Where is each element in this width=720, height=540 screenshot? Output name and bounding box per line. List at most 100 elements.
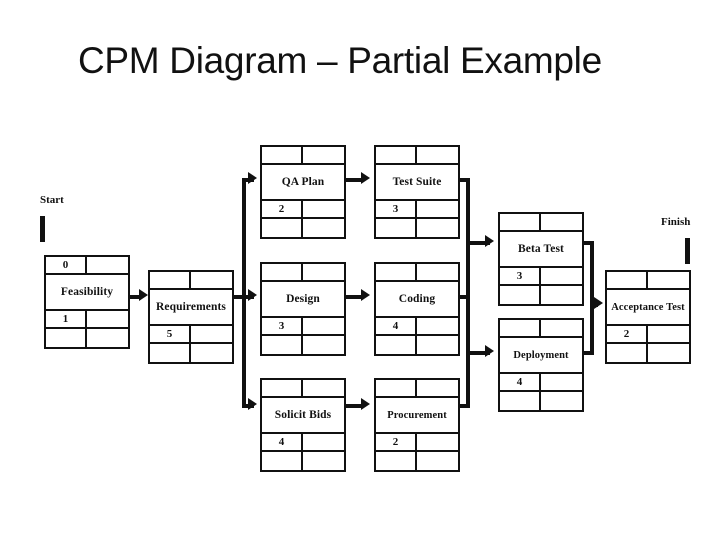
cell-late-finish bbox=[87, 329, 128, 347]
edge-qa-plan-test-suite bbox=[346, 178, 364, 182]
node-row-late bbox=[500, 286, 582, 304]
cell-duration: 2 bbox=[376, 434, 417, 450]
arrowhead-icon bbox=[485, 345, 494, 357]
arrowhead-icon bbox=[361, 172, 370, 184]
node-row-name: Design bbox=[262, 282, 344, 318]
cell-late-start bbox=[262, 452, 303, 470]
node-row-early bbox=[376, 147, 458, 165]
node-row-duration: 5 bbox=[150, 326, 232, 344]
node-row-early bbox=[262, 147, 344, 165]
node-row-late bbox=[262, 219, 344, 237]
cell-activity-name: Acceptance Test bbox=[611, 301, 685, 313]
cell-late-finish bbox=[303, 336, 344, 354]
cell-duration: 2 bbox=[262, 201, 303, 217]
cell-duration: 4 bbox=[500, 374, 541, 390]
node-row-early bbox=[262, 264, 344, 282]
node-coding[interactable]: Coding 4 bbox=[374, 262, 460, 356]
cell-early-finish bbox=[417, 380, 458, 396]
node-row-name: Deployment bbox=[500, 338, 582, 374]
cell-duration: 3 bbox=[500, 268, 541, 284]
cell-late-start bbox=[607, 344, 648, 362]
cell-activity-name: Feasibility bbox=[60, 286, 114, 298]
cell-early-start bbox=[500, 214, 541, 230]
cell-late-start bbox=[262, 219, 303, 237]
cell-late-finish bbox=[417, 452, 458, 470]
arrowhead-icon bbox=[248, 289, 257, 301]
cell-duration: 4 bbox=[262, 434, 303, 450]
arrowhead-icon bbox=[485, 235, 494, 247]
cell-slack bbox=[303, 318, 344, 334]
node-row-late bbox=[376, 452, 458, 470]
cell-late-finish bbox=[541, 286, 582, 304]
arrowhead-icon bbox=[248, 172, 257, 184]
node-design[interactable]: Design 3 bbox=[260, 262, 346, 356]
node-row-duration: 4 bbox=[376, 318, 458, 336]
node-procurement[interactable]: Procurement 2 bbox=[374, 378, 460, 472]
cell-late-finish bbox=[648, 344, 689, 362]
node-solicit-bids[interactable]: Solicit Bids 4 bbox=[260, 378, 346, 472]
cell-duration: 5 bbox=[150, 326, 191, 342]
cell-early-finish bbox=[417, 147, 458, 163]
cell-slack bbox=[417, 318, 458, 334]
cell-early-finish bbox=[303, 147, 344, 163]
cell-late-finish bbox=[417, 219, 458, 237]
cell-slack bbox=[87, 311, 128, 327]
cell-early-finish bbox=[191, 272, 232, 288]
node-row-early bbox=[607, 272, 689, 290]
cell-early-start bbox=[376, 147, 417, 163]
node-deployment[interactable]: Deployment 4 bbox=[498, 318, 584, 412]
cell-early-start bbox=[262, 380, 303, 396]
fanout-trunk-requirements bbox=[242, 180, 246, 408]
cell-early-finish bbox=[303, 380, 344, 396]
node-row-duration: 2 bbox=[262, 201, 344, 219]
cell-early-start bbox=[607, 272, 648, 288]
cell-early-start: 0 bbox=[46, 257, 87, 273]
cell-early-finish bbox=[541, 214, 582, 230]
edge-coding-merge bbox=[460, 295, 470, 299]
page-title: CPM Diagram – Partial Example bbox=[78, 40, 602, 81]
node-row-early bbox=[500, 214, 582, 232]
cell-slack bbox=[417, 201, 458, 217]
node-acceptance-test[interactable]: Acceptance Test 2 bbox=[605, 270, 691, 364]
cell-late-start bbox=[150, 344, 191, 362]
edge-design-coding bbox=[346, 295, 364, 299]
node-row-name: Requirements bbox=[150, 290, 232, 326]
node-row-duration: 3 bbox=[262, 318, 344, 336]
edge-requirements-trunk bbox=[234, 295, 246, 299]
node-requirements[interactable]: Requirements 5 bbox=[148, 270, 234, 364]
node-row-late bbox=[500, 392, 582, 410]
edge-feasibility-requirements bbox=[130, 295, 140, 299]
node-beta-test[interactable]: Beta Test 3 bbox=[498, 212, 584, 306]
edge-beta-test-merge bbox=[584, 241, 594, 245]
node-row-name: Procurement bbox=[376, 398, 458, 434]
cell-activity-name: Requirements bbox=[156, 301, 226, 313]
cell-activity-name: Solicit Bids bbox=[274, 409, 332, 421]
cell-late-start bbox=[376, 336, 417, 354]
cell-activity-name: Coding bbox=[398, 293, 436, 305]
node-qa-plan[interactable]: QA Plan 2 bbox=[260, 145, 346, 239]
cell-early-start bbox=[262, 147, 303, 163]
cell-early-finish bbox=[541, 320, 582, 336]
cell-late-start bbox=[46, 329, 87, 347]
finish-bar-icon bbox=[685, 238, 690, 264]
node-row-early bbox=[376, 380, 458, 398]
cell-duration: 4 bbox=[376, 318, 417, 334]
cell-late-start bbox=[262, 336, 303, 354]
cell-activity-name: Procurement bbox=[387, 409, 447, 421]
cell-late-finish bbox=[303, 452, 344, 470]
arrowhead-icon bbox=[594, 297, 603, 309]
node-feasibility[interactable]: 0 Feasibility 1 bbox=[44, 255, 130, 349]
cell-late-start bbox=[376, 452, 417, 470]
edge-procurement-merge bbox=[460, 404, 470, 408]
node-row-name: QA Plan bbox=[262, 165, 344, 201]
node-row-duration: 2 bbox=[376, 434, 458, 452]
cell-early-start bbox=[376, 264, 417, 280]
arrowhead-icon bbox=[248, 398, 257, 410]
node-row-late bbox=[46, 329, 128, 347]
cell-activity-name: Beta Test bbox=[518, 243, 564, 255]
edge-test-suite-merge bbox=[460, 178, 470, 182]
cell-late-start bbox=[500, 286, 541, 304]
node-test-suite[interactable]: Test Suite 3 bbox=[374, 145, 460, 239]
edge-trunk-beta-test bbox=[466, 241, 490, 245]
cell-late-start bbox=[500, 392, 541, 410]
